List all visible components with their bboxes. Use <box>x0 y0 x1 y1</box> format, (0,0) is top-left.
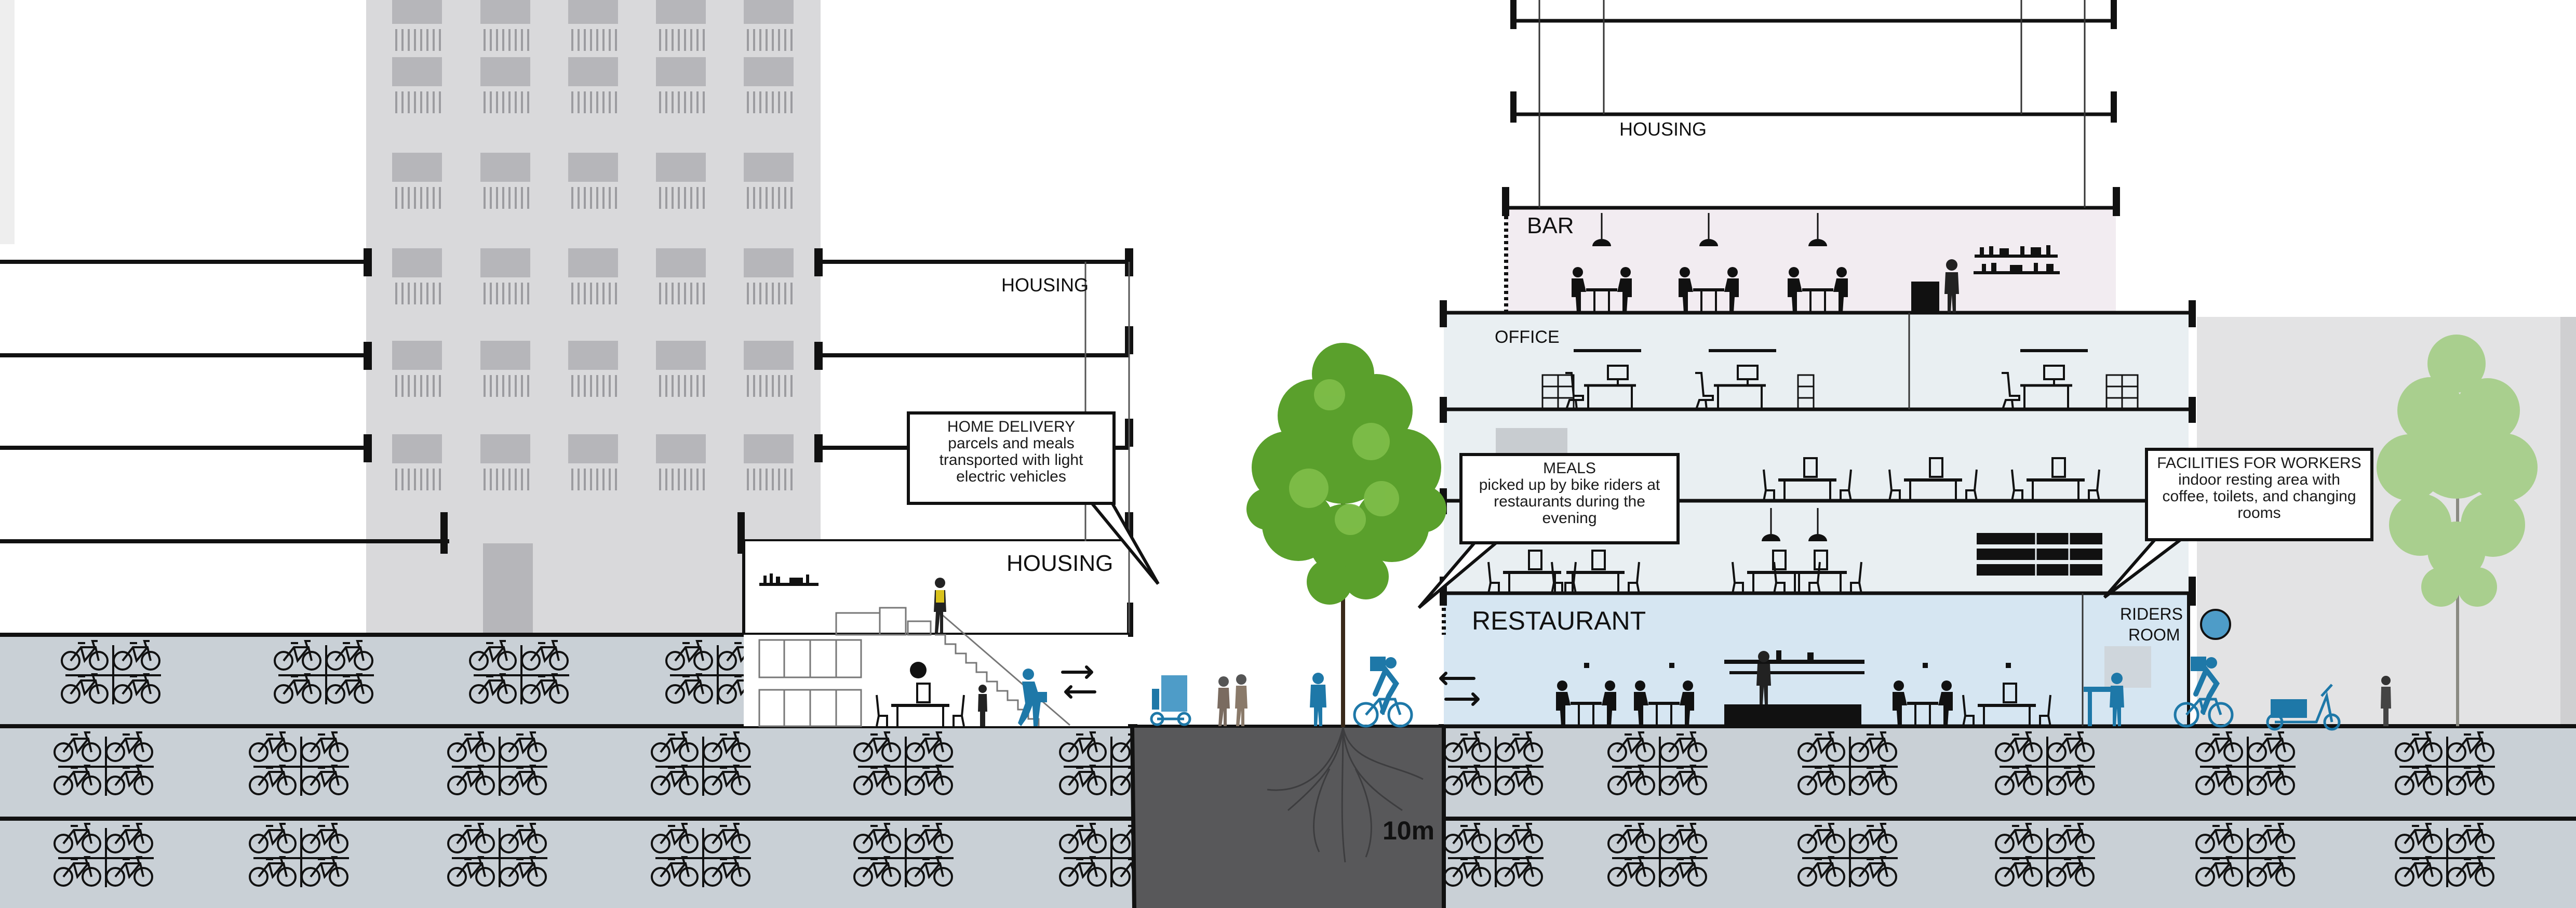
street-section <box>1130 725 1446 908</box>
tree-icon <box>2377 335 2538 726</box>
cargo-bike-icon <box>2266 684 2341 731</box>
callout-facilities-title: FACILITIES FOR WORKERS <box>2157 455 2362 472</box>
background-strip <box>0 0 15 244</box>
riders-room-label-2: ROOM <box>2128 625 2180 644</box>
cyclist-icon <box>1354 657 1412 726</box>
person-icon <box>934 578 946 633</box>
tower-door <box>483 543 533 635</box>
tree-icon <box>1246 343 1446 727</box>
delivery-hub-interior <box>744 607 1128 726</box>
right-mixed-use-building <box>1440 0 2231 728</box>
cargo-bike-icon <box>1150 675 1191 726</box>
callout-facilities-body: indoor resting area with coffee, toilets… <box>2162 471 2356 522</box>
callout-meals-title: MEALS <box>1543 460 1596 477</box>
callout-meals-body: picked up by bike riders at restaurants … <box>1479 476 1660 527</box>
housing-top-label: HOUSING <box>1619 118 1707 140</box>
callout-home-delivery: HOME DELIVERY parcels and meals transpor… <box>907 411 1116 505</box>
bike-storage-left <box>0 633 1137 908</box>
callout-meals: MEALS picked up by bike riders at restau… <box>1459 453 1680 544</box>
housing-upper-left-label: HOUSING <box>1001 274 1089 296</box>
office-label: OFFICE <box>1495 327 1560 347</box>
housing-ground-label: HOUSING <box>1007 551 1113 576</box>
office-furniture <box>1488 349 2139 593</box>
street-activity <box>934 578 2391 731</box>
left-housing-block <box>0 248 1133 637</box>
riders-room-label-1: RIDERS <box>2120 605 2183 623</box>
restaurant-furniture <box>1556 651 2124 726</box>
arrow-icon <box>1061 665 1480 706</box>
callout-home-delivery-body: parcels and meals transported with light… <box>939 435 1083 485</box>
bar-label: BAR <box>1527 213 1574 238</box>
callout-home-delivery-title: HOME DELIVERY <box>947 418 1076 435</box>
callout-facilities: FACILITIES FOR WORKERS indoor resting ar… <box>2145 448 2373 541</box>
restaurant-label: RESTAURANT <box>1472 606 1646 635</box>
courier-at-counter <box>2084 673 2124 726</box>
depth-label: 10m <box>1383 816 1435 845</box>
